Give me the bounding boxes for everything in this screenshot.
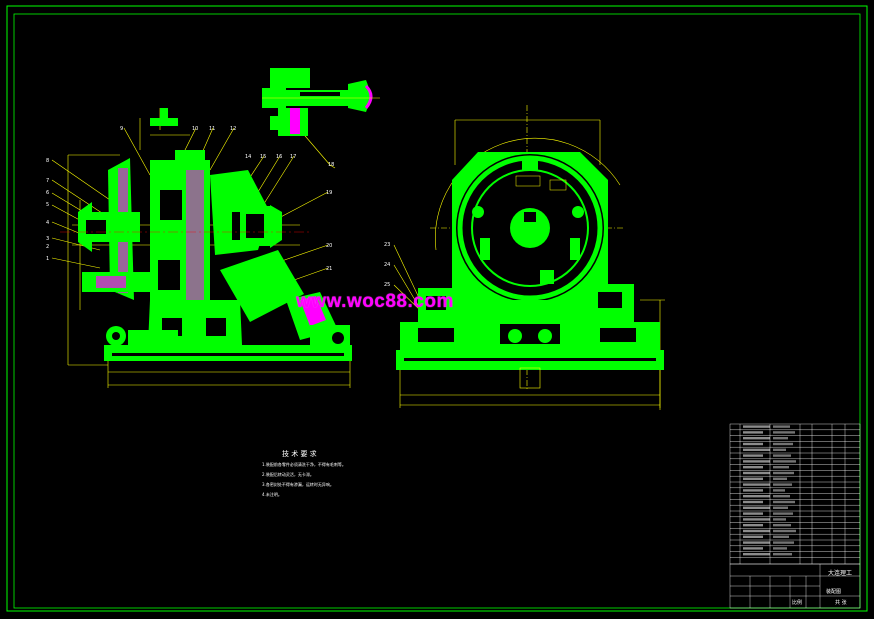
parts-list-cell-text bbox=[773, 471, 794, 475]
parts-list-cell-text bbox=[743, 518, 770, 521]
balloon-7: 7 bbox=[46, 178, 49, 184]
balloon-24: 24 bbox=[384, 262, 390, 268]
parts-list-cell-text bbox=[743, 495, 770, 498]
title-block bbox=[729, 563, 861, 609]
detail-shaft-view bbox=[262, 68, 380, 136]
balloon-9: 9 bbox=[120, 126, 123, 132]
parts-list-cell-text bbox=[773, 518, 786, 521]
parts-list-cell-text bbox=[743, 437, 770, 440]
title-block-scale: 比例 bbox=[792, 600, 803, 606]
tech-note-2: 2.装配后转动灵活，无卡滞。 bbox=[262, 472, 314, 477]
parts-list-cell-text bbox=[743, 506, 770, 509]
parts-list-cell-text bbox=[743, 425, 770, 428]
parts-list-cell-text bbox=[773, 541, 794, 544]
balloon-12: 12 bbox=[230, 126, 236, 132]
balloon-20: 20 bbox=[326, 243, 332, 249]
parts-list-cell-text bbox=[743, 541, 770, 544]
parts-list-cell-text bbox=[773, 454, 791, 457]
parts-list-cell-text bbox=[743, 500, 763, 504]
balloon-19: 19 bbox=[326, 190, 332, 196]
parts-list-cell-text bbox=[773, 495, 790, 498]
balloon-25: 25 bbox=[384, 282, 390, 288]
parts-list-cell-text bbox=[773, 512, 793, 515]
tech-note-3: 3.各密封处不得有渗漏，运转时无异响。 bbox=[262, 482, 334, 487]
right-front-view: 23 24 25 bbox=[384, 105, 665, 410]
tech-note-1: 1.装配前各零件必须清洗干净，不得有毛刺等。 bbox=[262, 462, 346, 467]
balloon-18: 18 bbox=[328, 162, 334, 168]
watermark-text: www.woc88.com bbox=[296, 291, 454, 312]
parts-list-cell-text bbox=[743, 529, 770, 533]
tech-note-4: 4.未注明。 bbox=[262, 492, 282, 497]
main-assembly-left bbox=[60, 108, 352, 361]
parts-list-cell-text bbox=[773, 529, 796, 533]
parts-list-cell-text bbox=[743, 442, 763, 446]
left-section-view: 8 7 6 5 4 3 2 1 9 10 11 12 14 15 16 17 1… bbox=[46, 68, 380, 388]
balloon-17: 17 bbox=[290, 154, 296, 160]
parts-list-cell-text bbox=[773, 425, 790, 428]
balloon-2: 2 bbox=[46, 244, 49, 250]
parts-list-cell-text bbox=[743, 524, 763, 527]
parts-list-cell-text bbox=[773, 553, 792, 556]
parts-list-cell-text bbox=[773, 442, 793, 446]
parts-list-cell-text bbox=[743, 553, 770, 556]
balloon-11: 11 bbox=[209, 126, 215, 132]
parts-list-cell-text bbox=[743, 477, 763, 480]
balloon-4: 4 bbox=[46, 220, 49, 226]
parts-list-cell-text bbox=[773, 448, 786, 451]
balloon-21: 21 bbox=[326, 266, 332, 272]
balloon-15: 15 bbox=[260, 154, 266, 160]
parts-list bbox=[729, 423, 861, 565]
parts-list-cell-text bbox=[743, 471, 770, 475]
parts-list-cell-text bbox=[743, 448, 770, 451]
balloon-1: 1 bbox=[46, 256, 49, 262]
tech-notes-title: 技 术 要 求 bbox=[282, 450, 317, 458]
parts-list-cell-text bbox=[773, 477, 787, 480]
title-block-drawing-title: 装配图 bbox=[826, 589, 842, 595]
parts-list-cell-text bbox=[773, 500, 795, 504]
parts-list-cell-text bbox=[773, 483, 792, 486]
parts-list-cell-text bbox=[743, 512, 763, 515]
parts-list-cell-text bbox=[773, 547, 787, 550]
parts-list-cell-text bbox=[743, 466, 763, 469]
title-block-school: 大连理工 bbox=[828, 570, 853, 577]
balloon-14: 14 bbox=[245, 154, 251, 160]
parts-list-cell-text bbox=[743, 489, 763, 492]
parts-list-cell-text bbox=[773, 460, 796, 463]
balloon-6: 6 bbox=[46, 190, 49, 196]
parts-list-cell-text bbox=[773, 466, 789, 469]
parts-list-fill bbox=[743, 425, 796, 556]
parts-list-cell-text bbox=[773, 431, 795, 434]
balloon-16: 16 bbox=[276, 154, 282, 160]
parts-list-cell-text bbox=[773, 489, 785, 492]
parts-list-cell-text bbox=[773, 524, 791, 527]
parts-list-cell-text bbox=[743, 431, 763, 434]
parts-list-cell-text bbox=[743, 547, 763, 550]
parts-list-cell-text bbox=[773, 437, 788, 440]
parts-list-cell-text bbox=[743, 483, 770, 486]
parts-list-cell-text bbox=[743, 535, 763, 538]
balloon-5: 5 bbox=[46, 202, 49, 208]
title-block-sheet: 共 张 bbox=[835, 600, 847, 606]
parts-list-cell-text bbox=[773, 506, 788, 509]
outer-border bbox=[6, 5, 868, 612]
balloon-10: 10 bbox=[192, 126, 198, 132]
balloon-3: 3 bbox=[46, 236, 49, 242]
parts-list-cell-text bbox=[743, 460, 770, 463]
balloon-8: 8 bbox=[46, 158, 49, 164]
parts-list-cell-text bbox=[743, 454, 763, 457]
parts-list-cell-text bbox=[773, 535, 789, 538]
inner-border bbox=[13, 13, 861, 609]
balloon-23: 23 bbox=[384, 242, 390, 248]
